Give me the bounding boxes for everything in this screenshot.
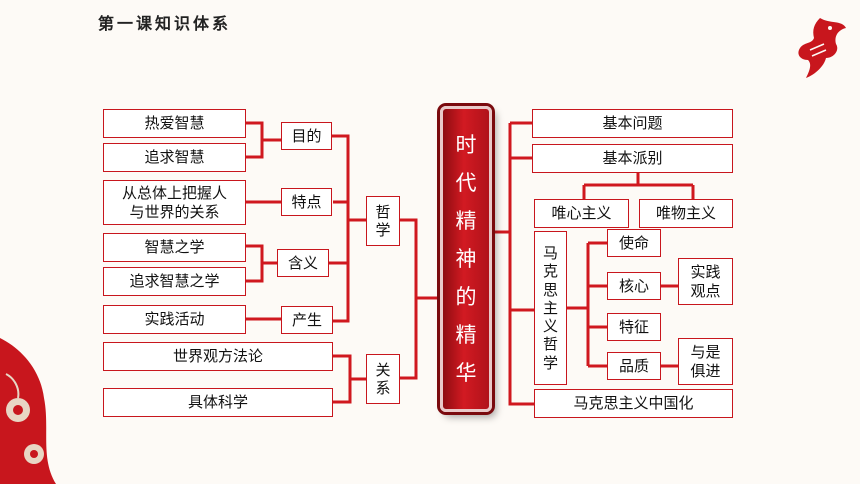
makesi-char: 哲 xyxy=(542,335,558,354)
box-guanxi: 关 系 xyxy=(366,354,400,404)
box-chansheng: 产生 xyxy=(281,306,333,334)
yushi-jujin-line: 俱进 xyxy=(690,361,721,380)
center-box-shidai-jingshen: 时 代 精 神 的 精 华 xyxy=(440,106,492,412)
guanxi-char: 关 xyxy=(375,360,391,379)
center-char: 精 xyxy=(455,323,477,347)
box-re-ai-zhihui: 热爱智慧 xyxy=(103,109,246,138)
makesi-char: 克 xyxy=(542,262,558,281)
shijian-guandian-line: 观点 xyxy=(690,281,721,300)
makesi-char: 马 xyxy=(542,243,558,262)
zhexue-char: 哲 xyxy=(375,202,391,221)
box-shijian-huodong: 实践活动 xyxy=(103,305,246,334)
yushi-jujin-line: 与是 xyxy=(690,343,721,362)
box-zhuiqiu-zhihui: 追求智慧 xyxy=(103,143,246,172)
box-tedian: 特点 xyxy=(281,188,332,216)
box-shijieguan: 世界观方法论 xyxy=(103,342,333,371)
box-zhexue: 哲 学 xyxy=(366,196,400,246)
center-char: 华 xyxy=(455,361,477,385)
zhexue-char: 学 xyxy=(375,221,391,239)
box-mudi: 目的 xyxy=(281,122,332,150)
box-weixin: 唯心主义 xyxy=(534,199,629,228)
makesi-char: 义 xyxy=(542,317,558,336)
box-zhongguohua: 马克思主义中国化 xyxy=(534,389,733,418)
center-char: 精 xyxy=(455,209,477,233)
box-yushi-jujin: 与是 俱进 xyxy=(678,338,733,385)
center-char: 神 xyxy=(455,247,477,271)
page-title: 第一课知识体系 xyxy=(98,14,232,33)
box-weiwu: 唯物主义 xyxy=(639,199,733,228)
box-shijian-guandian: 实践 观点 xyxy=(678,258,733,305)
center-char: 时 xyxy=(455,133,477,157)
makesi-char: 思 xyxy=(542,280,558,299)
box-hexin: 核心 xyxy=(607,272,661,300)
box-jiben-paibie: 基本派别 xyxy=(532,144,733,173)
box-tezheng: 特征 xyxy=(607,313,661,341)
box-congzongti: 从总体上把握人与世界的关系 xyxy=(103,180,246,225)
shijian-guandian-line: 实践 xyxy=(690,263,721,282)
box-makesi-zhuyi-zhexue: 马 克 思 主 义 哲 学 xyxy=(534,231,567,385)
makesi-char: 主 xyxy=(542,298,558,317)
center-char: 代 xyxy=(455,171,477,195)
flower-papercut-icon xyxy=(0,338,56,484)
box-jiben-wenti: 基本问题 xyxy=(532,109,733,138)
bird-papercut-icon xyxy=(798,18,846,78)
box-pinzhi: 品质 xyxy=(607,352,661,380)
box-shiming: 使命 xyxy=(607,229,661,257)
guanxi-char: 系 xyxy=(375,379,391,397)
box-zhihui-zhixue: 智慧之学 xyxy=(103,233,246,262)
box-juti-kexue: 具体科学 xyxy=(103,388,333,417)
box-zhuiqiu-zhihui-zhixue: 追求智慧之学 xyxy=(103,267,246,296)
center-char: 的 xyxy=(455,285,477,309)
makesi-char: 学 xyxy=(542,353,558,372)
box-hanyi: 含义 xyxy=(277,249,329,277)
